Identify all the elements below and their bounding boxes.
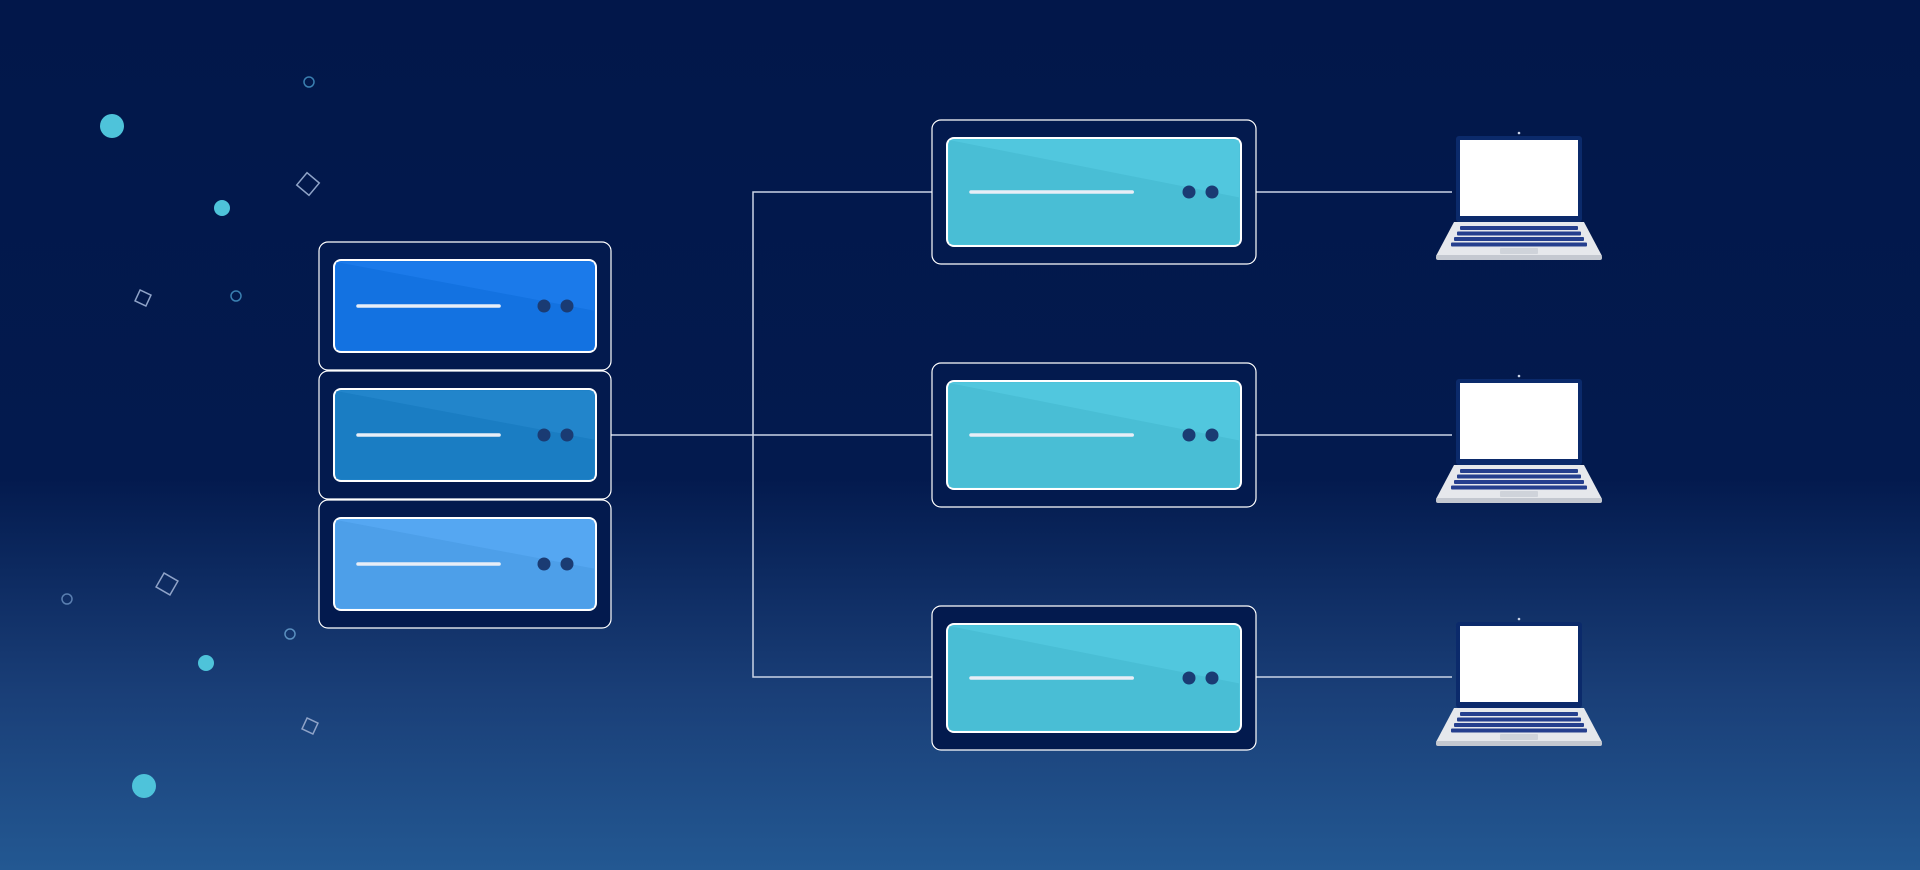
laptop-icon [1436, 617, 1602, 746]
server-left-1 [318, 241, 612, 371]
server-right-3 [931, 605, 1257, 751]
laptop-icon [1436, 131, 1602, 260]
laptop-edge [1436, 255, 1602, 260]
laptop-screen [1460, 140, 1578, 216]
decor-ring [230, 290, 242, 302]
server-left-2 [318, 370, 612, 500]
laptop-keys [1454, 480, 1584, 484]
server-light [560, 299, 574, 313]
server-right-2 [931, 362, 1257, 508]
server-light [1205, 671, 1219, 685]
server-light [1205, 185, 1219, 199]
connector-top [752, 191, 932, 678]
server-left-3 [318, 499, 612, 629]
server-stack-left [318, 241, 612, 629]
laptop-keys [1451, 485, 1587, 490]
server-column-right [931, 119, 1257, 751]
laptop-trackpad [1500, 734, 1538, 740]
server-light [1205, 428, 1219, 442]
server-highlight [336, 520, 594, 569]
decor-ring [284, 628, 296, 640]
server-highlight [949, 383, 1239, 441]
server-light [560, 428, 574, 442]
laptop-camera [1517, 131, 1521, 135]
laptop-trackpad [1500, 491, 1538, 497]
server-highlight [336, 391, 594, 440]
laptop-screen [1460, 626, 1578, 702]
laptop-keys [1451, 728, 1587, 733]
decorations [61, 76, 321, 798]
laptop-2 [1436, 374, 1602, 503]
laptop-keys [1457, 717, 1581, 722]
laptop-1 [1436, 131, 1602, 260]
connectors [611, 191, 1452, 678]
laptop-edge [1436, 741, 1602, 746]
decor-ring [61, 593, 73, 605]
decor-dot [214, 200, 230, 216]
laptop-keys [1454, 723, 1584, 727]
server-highlight [949, 140, 1239, 198]
decor-ring [303, 76, 315, 88]
laptop-column [1436, 131, 1602, 746]
laptop-screen [1460, 383, 1578, 459]
decor-diamond [134, 289, 152, 307]
laptop-keys [1460, 469, 1578, 473]
server-light [560, 557, 574, 571]
server-highlight [949, 626, 1239, 684]
laptop-keys [1457, 231, 1581, 236]
server-light [1182, 671, 1196, 685]
laptop-camera [1517, 617, 1521, 621]
laptop-keys [1454, 237, 1584, 241]
laptop-trackpad [1500, 248, 1538, 254]
laptop-3 [1436, 617, 1602, 746]
decor-dot [132, 774, 156, 798]
server-highlight [336, 262, 594, 311]
server-light [537, 428, 551, 442]
decor-dot [198, 655, 214, 671]
server-right-1 [931, 119, 1257, 265]
laptop-icon [1436, 374, 1602, 503]
decor-dot [100, 114, 124, 138]
laptop-keys [1460, 226, 1578, 230]
decor-diamond [301, 717, 319, 735]
server-light [537, 557, 551, 571]
decor-diamond [295, 171, 321, 197]
server-light [1182, 428, 1196, 442]
server-light [537, 299, 551, 313]
laptop-edge [1436, 498, 1602, 503]
server-light [1182, 185, 1196, 199]
laptop-camera [1517, 374, 1521, 378]
laptop-keys [1460, 712, 1578, 716]
decor-diamond [155, 572, 179, 596]
laptop-keys [1457, 474, 1581, 479]
laptop-keys [1451, 242, 1587, 247]
